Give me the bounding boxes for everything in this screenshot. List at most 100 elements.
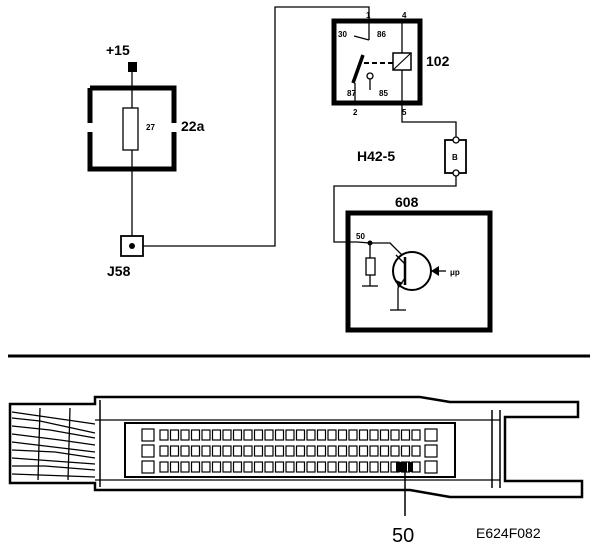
ecu-pin xyxy=(337,445,348,457)
fuse-box-22a xyxy=(87,85,177,236)
supply-label: +15 xyxy=(106,42,130,58)
ecu-pin-large xyxy=(141,460,155,474)
ecu-pin xyxy=(232,445,243,457)
ecu-pin xyxy=(264,429,274,441)
supply-terminal xyxy=(128,62,137,108)
ecu-pin xyxy=(295,445,306,457)
fuse-27 xyxy=(122,107,139,151)
ecu-pin xyxy=(169,445,180,457)
ecu-pin xyxy=(390,429,400,441)
ecu-connector xyxy=(8,395,584,499)
ecu-pin xyxy=(285,461,295,473)
junction-j58 xyxy=(120,235,144,257)
ecu-pin xyxy=(411,445,421,457)
pin-callout-label: 50 xyxy=(392,525,414,547)
wire-connector-module xyxy=(333,176,457,243)
ecu-pin xyxy=(169,429,180,441)
ecu-pin xyxy=(327,445,337,457)
relay-pin-87: 87 xyxy=(347,89,356,98)
module-input-label: μp xyxy=(450,268,460,277)
ecu-pin xyxy=(243,429,253,441)
ecu-pin xyxy=(159,445,169,457)
ecu-pin xyxy=(201,429,211,441)
ecu-pin xyxy=(306,445,316,457)
ecu-pin xyxy=(243,445,253,457)
ecu-pin xyxy=(180,445,190,457)
ecu-pin xyxy=(211,445,222,457)
ecu-pin xyxy=(222,445,232,457)
ecu-pin xyxy=(253,445,264,457)
ecu-wire-bundle xyxy=(11,407,96,481)
ecu-pin xyxy=(180,461,190,473)
ecu-pin-large xyxy=(141,444,155,458)
ecu-pin xyxy=(400,445,411,457)
ecu-pin xyxy=(222,461,232,473)
ecu-pin xyxy=(211,429,222,441)
ecu-pin xyxy=(358,445,369,457)
ecu-pin-grid xyxy=(141,428,438,474)
ecu-pin xyxy=(232,461,243,473)
relay-pin-85: 85 xyxy=(379,89,388,98)
ecu-pin xyxy=(337,461,348,473)
ecu-pin xyxy=(390,445,400,457)
ecu-pin-large xyxy=(424,428,438,442)
connector-pin-label: B xyxy=(452,153,458,162)
ecu-pin xyxy=(337,429,348,441)
ecu-pin xyxy=(169,461,180,473)
relay-pin-2: 2 xyxy=(353,108,358,117)
wire-relay-connector xyxy=(401,103,457,140)
ecu-pin xyxy=(201,461,211,473)
ecu-pin xyxy=(369,461,379,473)
ecu-pin xyxy=(358,429,369,441)
ecu-pin xyxy=(285,429,295,441)
module-pin-label: 50 xyxy=(356,232,365,241)
ecu-pin xyxy=(306,461,316,473)
ecu-pin xyxy=(159,429,169,441)
relay-pin-1: 1 xyxy=(366,11,371,20)
ecu-pin xyxy=(369,445,379,457)
junction-label: J58 xyxy=(107,263,131,279)
ecu-pin xyxy=(369,429,379,441)
ecu-pin xyxy=(316,461,327,473)
connector-h42-5 xyxy=(444,136,467,177)
ecu-pin xyxy=(253,429,264,441)
ecu-pin xyxy=(379,461,390,473)
ecu-pin xyxy=(274,429,285,441)
ecu-pin xyxy=(274,445,285,457)
relay-label: 102 xyxy=(426,53,450,69)
control-module-608 xyxy=(345,210,493,333)
ecu-pin xyxy=(232,429,243,441)
ecu-pin xyxy=(411,461,421,473)
ecu-pin-large xyxy=(424,444,438,458)
ecu-pin xyxy=(316,429,327,441)
ecu-pin xyxy=(348,429,358,441)
relay-pin-86: 86 xyxy=(377,30,386,39)
ecu-pin-large xyxy=(141,428,155,442)
connector-label: H42-5 xyxy=(357,148,395,164)
ecu-pin xyxy=(264,445,274,457)
figure-code: E624F082 xyxy=(476,525,541,541)
ecu-pin xyxy=(274,461,285,473)
ecu-pin-50-highlight xyxy=(408,462,413,472)
module-resistor xyxy=(365,257,376,276)
relay-switch-arm xyxy=(351,54,365,84)
fuse-value-label: 27 xyxy=(146,123,155,132)
relay-pin-5: 5 xyxy=(402,108,407,117)
ecu-pin xyxy=(316,445,327,457)
ecu-pin xyxy=(285,445,295,457)
module-label: 608 xyxy=(395,194,419,210)
ecu-pin xyxy=(190,445,201,457)
ecu-pin xyxy=(180,429,190,441)
ecu-pin xyxy=(327,429,337,441)
ecu-pin xyxy=(379,445,390,457)
ecu-pin xyxy=(358,461,369,473)
ecu-pin xyxy=(243,461,253,473)
ecu-pin xyxy=(411,429,421,441)
ecu-pin xyxy=(295,429,306,441)
ecu-pin-large xyxy=(424,460,438,474)
ecu-pin-50-highlight xyxy=(402,462,407,472)
wire-j58-relay xyxy=(143,6,370,247)
relay-pin-30: 30 xyxy=(338,30,347,39)
relay-102 xyxy=(331,18,423,106)
